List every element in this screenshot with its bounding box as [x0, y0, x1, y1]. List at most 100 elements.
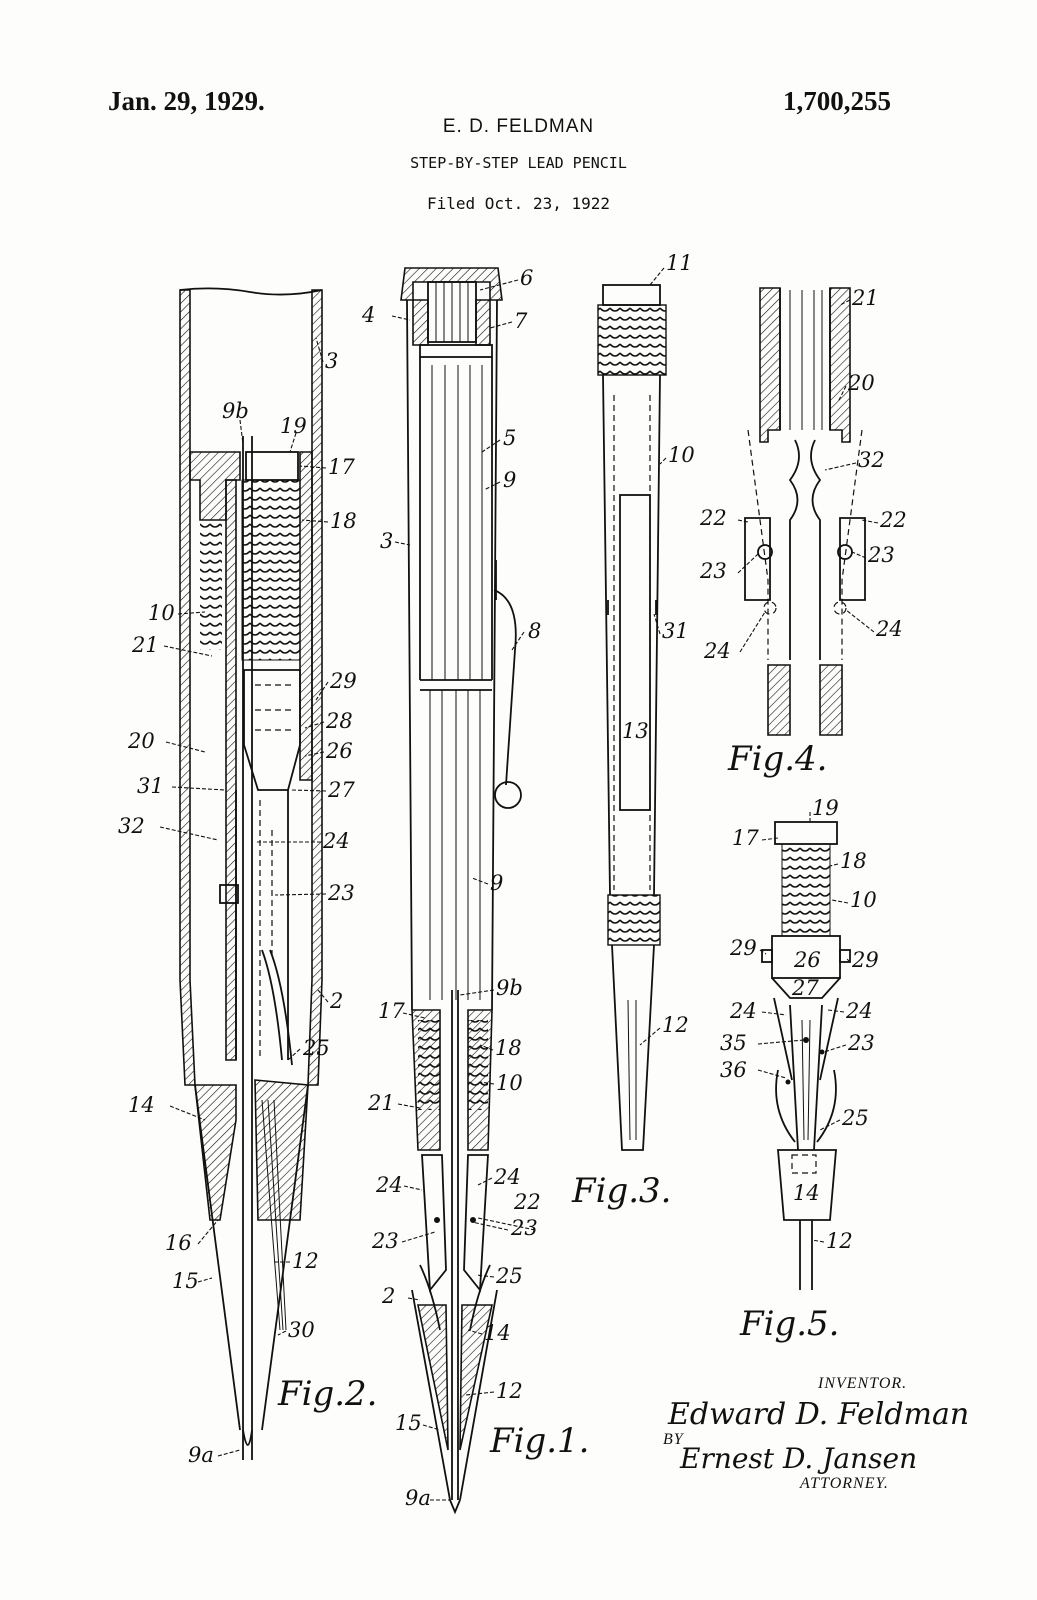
leader-line [839, 299, 851, 306]
reference-numeral: 19 [812, 796, 839, 820]
leader-line [465, 1391, 495, 1396]
reference-numeral: 16 [165, 1231, 192, 1255]
reference-numeral: 20 [127, 729, 155, 753]
reference-numeral: 24 [875, 617, 903, 641]
leader-line [739, 611, 766, 653]
leader-line [165, 741, 206, 753]
reference-numeral: 9b [496, 976, 523, 1000]
reference-numeral: 25 [841, 1106, 869, 1130]
leader-line [479, 1044, 494, 1051]
reference-numeral: 9b [222, 399, 249, 423]
leader-line [277, 1330, 287, 1336]
reference-numeral: 12 [662, 1013, 689, 1037]
reference-numeral: 11 [666, 251, 693, 275]
reference-numeral: 24 [375, 1173, 403, 1197]
leader-line [511, 631, 525, 651]
leader-line [471, 1221, 509, 1231]
leader-line [837, 385, 847, 403]
leader-line [459, 989, 495, 996]
leader-line [481, 439, 501, 453]
reference-numeral: 32 [858, 448, 885, 472]
leader-line [759, 949, 767, 955]
fig1-caption: Fig.1. [489, 1421, 589, 1461]
fig5-drawing [761, 821, 851, 1290]
leader-line [649, 267, 665, 286]
leader-line [737, 553, 759, 574]
leader-line [829, 863, 839, 867]
reference-numeral: 27 [791, 976, 819, 1000]
reference-numeral: 25 [495, 1264, 523, 1288]
reference-numeral: 23 [847, 1031, 875, 1055]
reference-numeral: 29 [329, 669, 357, 693]
reference-numeral: 15 [172, 1269, 199, 1293]
reference-numeral: 5 [503, 426, 516, 450]
reference-numeral: 2 [381, 1284, 395, 1308]
reference-numeral: 17 [732, 826, 759, 850]
reference-numeral: 23 [327, 881, 355, 905]
reference-numeral: 24 [729, 999, 757, 1023]
patent-title: STEP-BY-STEP LEAD PENCIL [410, 154, 627, 172]
leader-line [471, 877, 489, 885]
leader-line [315, 337, 324, 363]
leader-line [422, 1424, 441, 1431]
leader-line [824, 462, 857, 471]
leader-line [287, 1048, 301, 1061]
reference-numeral: 12 [292, 1249, 319, 1273]
leader-line [391, 315, 411, 321]
inventor-label: INVENTOR. [817, 1375, 907, 1392]
reference-numeral: 31 [662, 619, 689, 643]
reference-numeral: 14 [128, 1093, 155, 1117]
leader-line [159, 826, 219, 841]
leader-line [479, 279, 519, 291]
leader-line [819, 1119, 841, 1131]
reference-numeral: 18 [840, 849, 867, 873]
reference-numeral: 10 [496, 1071, 523, 1095]
reference-numeral: 9a [405, 1486, 431, 1510]
reference-numeral: 12 [826, 1229, 853, 1253]
leader-line [274, 893, 327, 896]
leader-line [304, 751, 325, 757]
leader-line [489, 321, 513, 329]
filing-date: Filed Oct. 23, 1922 [426, 194, 611, 213]
attorney-label: ATTORNEY. [799, 1475, 889, 1492]
reference-numeral: 7 [514, 309, 528, 333]
leader-line [831, 899, 849, 904]
reference-numeral: 31 [137, 774, 164, 798]
reference-numeral: 12 [496, 1379, 523, 1403]
leader-line [197, 1219, 219, 1245]
leader-line [239, 419, 244, 445]
leader-line [851, 551, 867, 559]
fig3-reference-numerals: 11 10 31 13 12 [622, 251, 695, 1046]
reference-numeral: 10 [668, 443, 695, 467]
fig4-drawing [744, 287, 866, 736]
reference-numeral: 22 [513, 1190, 541, 1214]
leader-line [477, 1217, 536, 1231]
reference-numeral: 9a [188, 1443, 214, 1467]
leader-line [823, 1044, 847, 1053]
leader-line [861, 519, 879, 524]
reference-numeral: 13 [622, 719, 649, 743]
attorney-signature: Ernest D. Jansen [679, 1442, 917, 1475]
reference-numeral: 3 [325, 349, 338, 373]
fig2-caption: Fig.2. [277, 1374, 377, 1414]
reference-numeral: 23 [699, 559, 727, 583]
reference-numeral: 22 [699, 506, 727, 530]
reference-numeral: 23 [867, 543, 895, 567]
reference-numeral: 21 [367, 1091, 395, 1115]
leader-line [397, 1103, 421, 1109]
fig2-drawing [179, 287, 323, 1460]
reference-numeral: 14 [484, 1321, 511, 1345]
reference-numeral: 6 [520, 266, 533, 290]
leader-line [299, 465, 327, 469]
reference-numeral: 2 [329, 989, 343, 1013]
reference-numeral: 14 [793, 1181, 820, 1205]
leader-line [403, 1185, 423, 1191]
leader-line [639, 1027, 661, 1046]
reference-numeral: 29 [729, 936, 757, 960]
fig1-drawing [400, 267, 522, 1515]
